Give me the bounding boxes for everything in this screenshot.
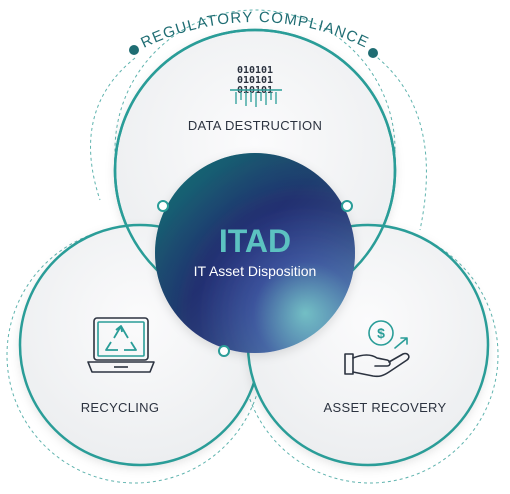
node-top-right	[341, 200, 353, 212]
laptop-recycle-icon	[87, 317, 155, 373]
arc-dot-right	[368, 48, 378, 58]
node-bottom	[218, 345, 230, 357]
data-destruction-label: DATA DESTRUCTION	[188, 118, 322, 133]
asset-recovery-label: ASSET RECOVERY	[324, 400, 447, 415]
node-top-left	[157, 200, 169, 212]
arc-dot-left	[129, 45, 139, 55]
center-itad-circle	[155, 153, 355, 353]
itad-subtitle: IT Asset Disposition	[194, 263, 317, 279]
connection-nodes	[157, 200, 353, 357]
binary-row-1: 010101	[237, 65, 273, 76]
svg-text:$: $	[377, 325, 385, 341]
binary-row-2: 010101	[237, 75, 273, 86]
recycling-label: RECYCLING	[81, 400, 160, 415]
itad-title: ITAD	[219, 223, 291, 259]
arc-end-dots	[129, 45, 378, 58]
hand-dollar-icon: $	[344, 320, 410, 378]
binary-shredder-icon: 010101 010101 010101	[230, 65, 282, 107]
